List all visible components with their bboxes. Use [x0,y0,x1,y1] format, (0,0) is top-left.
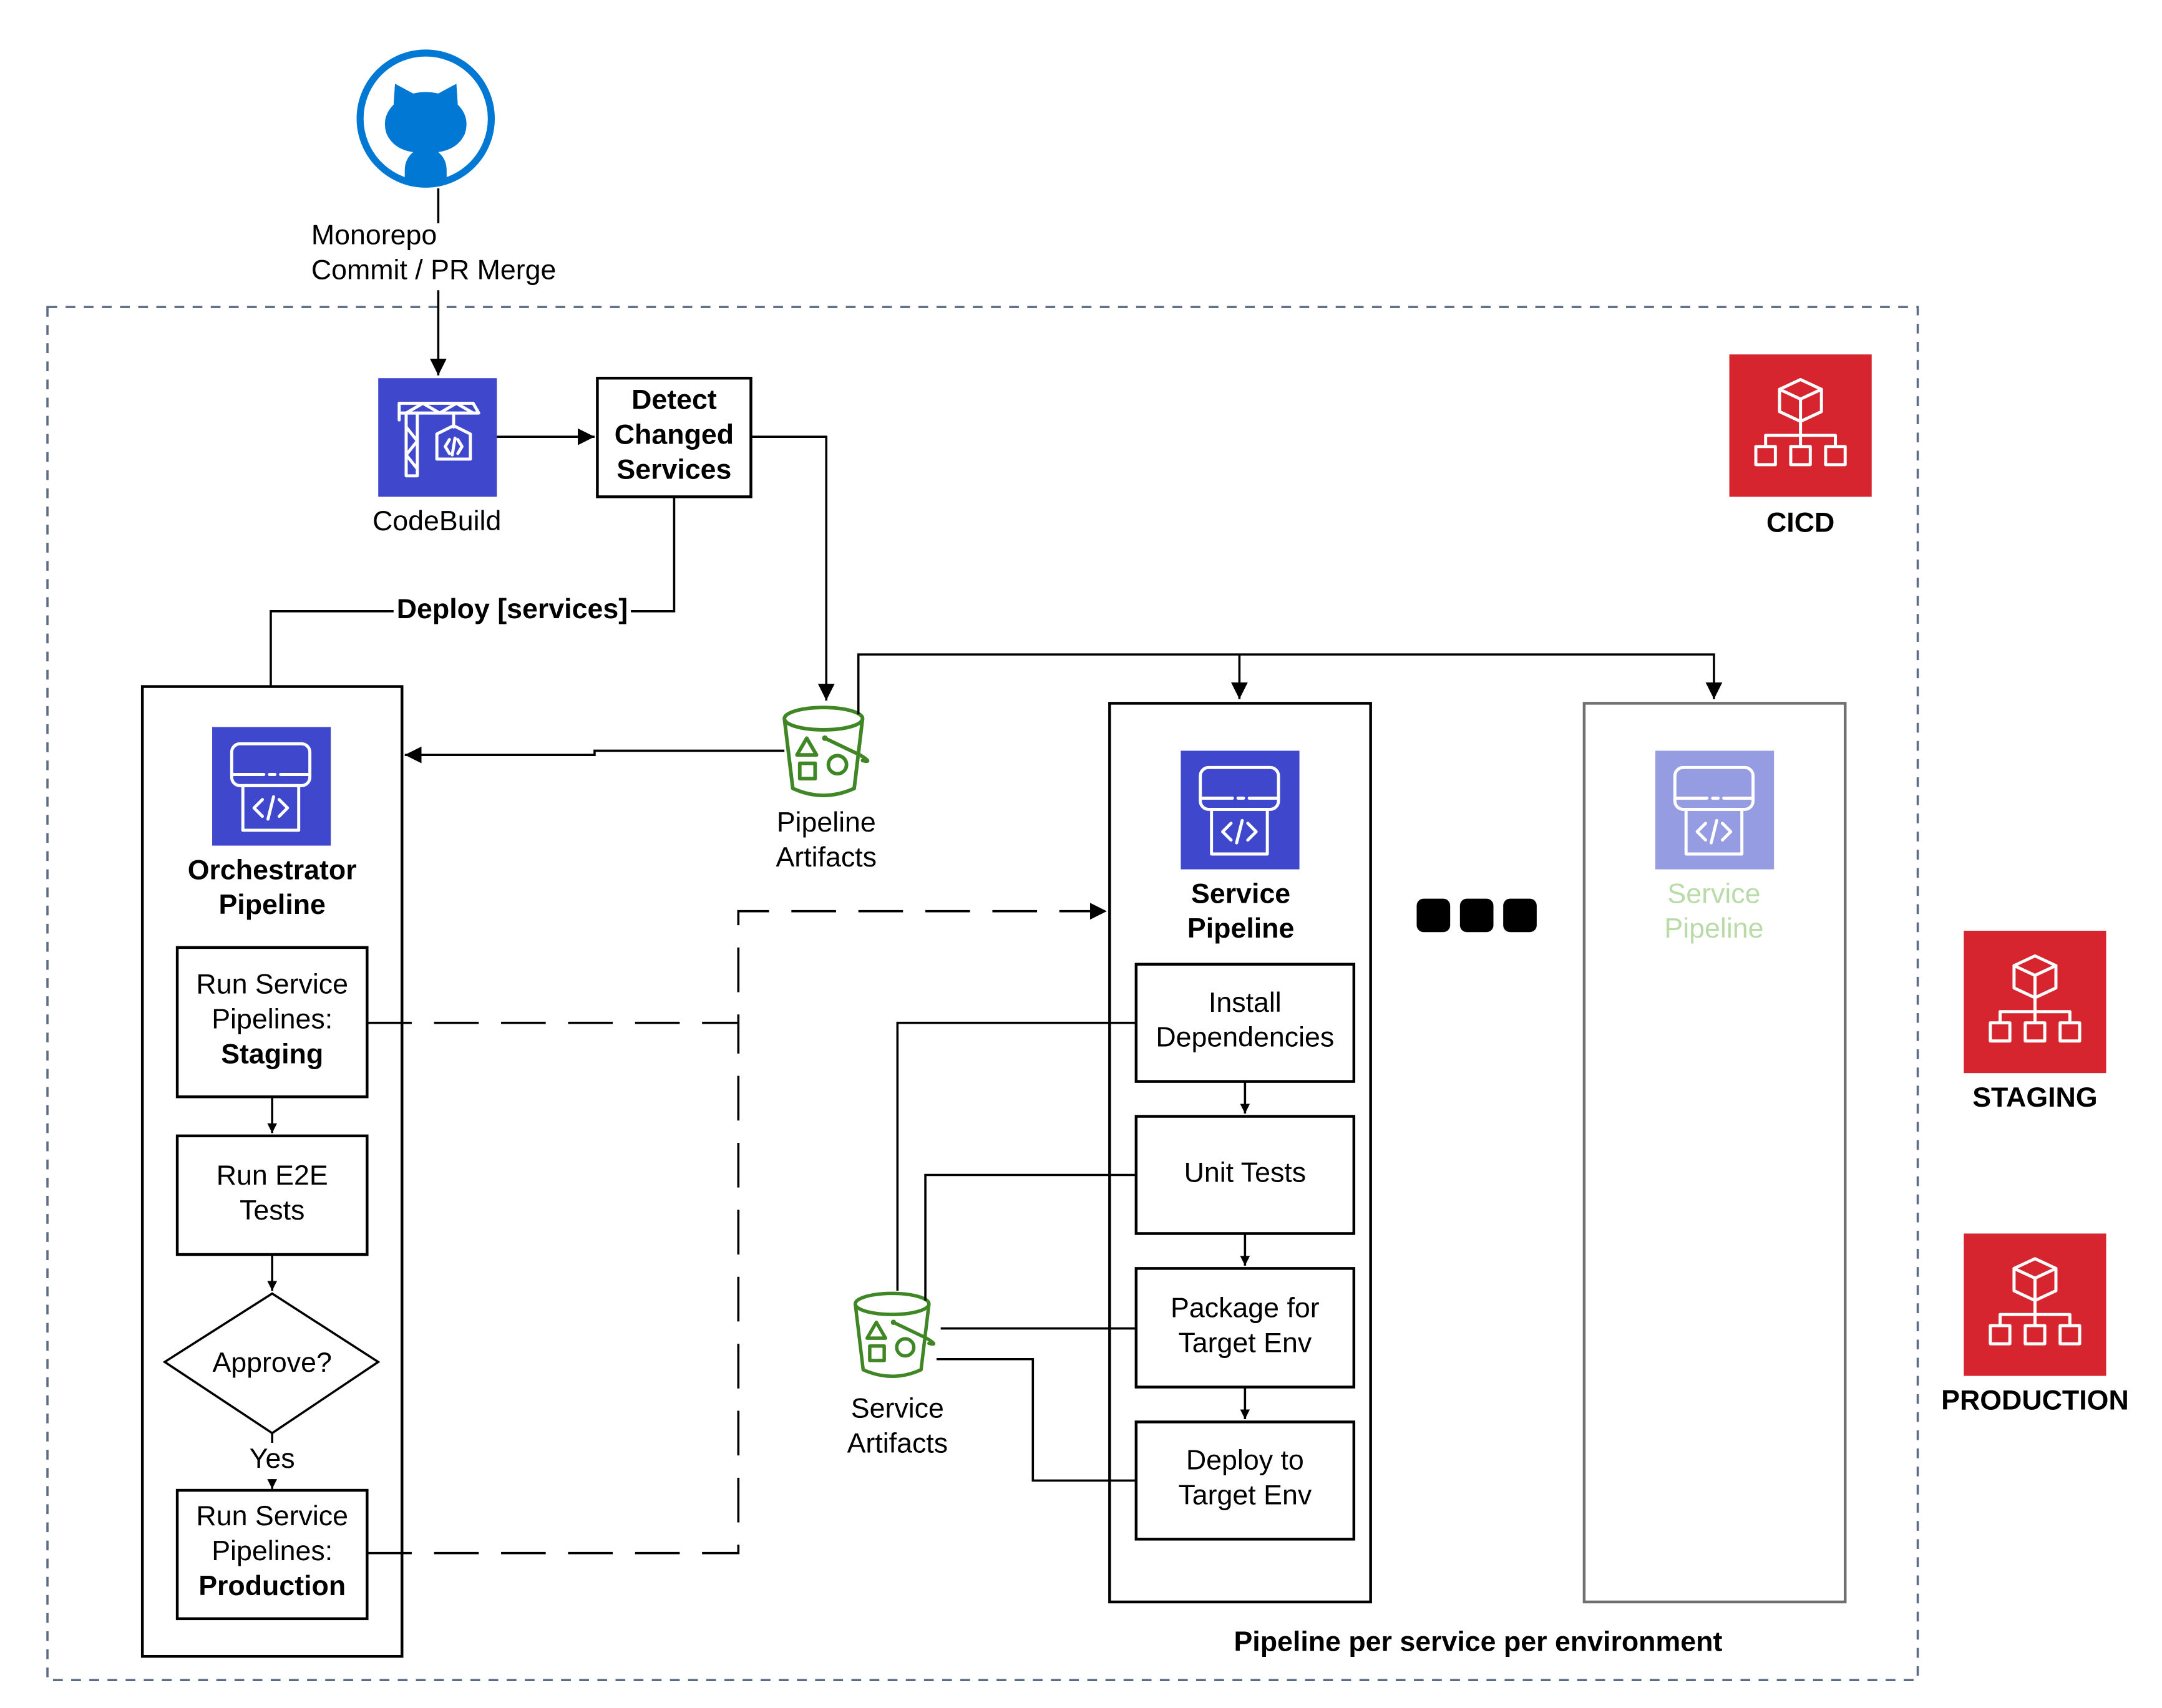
unit-tests-label: Unit Tests [1184,1158,1307,1188]
package-line1: Package for [1171,1293,1320,1324]
step-e2e-line1: Run E2E [217,1160,328,1191]
service-artifacts-line1: Service [851,1394,944,1424]
step-package-for-target-env[interactable]: Package for Target Env [1134,1267,1356,1389]
deploy-services-label: Deploy [services] [397,594,628,624]
edge-artifacts-install [896,1021,1136,1291]
step-run-production-line1: Run Service [196,1501,348,1531]
edge-production-triggers-service-pipeline [367,1022,740,1555]
edge-artifacts-to-orchestrator [404,746,785,764]
service-artifacts-line2: Artifacts [847,1429,948,1459]
service-pipeline-icon[interactable] [1181,750,1300,870]
deploy-line2: Target Env [1178,1480,1312,1510]
detect-changed-services-box[interactable]: Detect Changed Services [596,376,752,498]
more-icon [1416,898,1537,933]
edge-artifacts-deploy [936,1357,1136,1482]
approve-label: Approve? [212,1347,331,1378]
service-pipeline-title-line2: Pipeline [1187,913,1294,944]
staging-account-label: STAGING [1972,1082,2097,1113]
pipeline-artifacts-line2: Artifacts [776,842,877,873]
github-icon [356,49,495,188]
install-line2: Dependencies [1156,1022,1334,1053]
orchestrator-title-line2: Pipeline [218,890,325,920]
detect-line1: Detect [631,384,717,415]
step-run-staging-line2: Pipelines: [212,1004,333,1035]
service-pipeline-title-line1: Service [1191,878,1290,909]
production-account[interactable]: PRODUCTION [1941,1233,2129,1415]
detect-line3: Services [616,454,731,485]
package-line2: Target Env [1178,1328,1312,1359]
step-run-e2e-tests[interactable]: Run E2E Tests [175,1134,369,1256]
additional-service-pipeline-title-line1: Service [1667,878,1760,909]
orchestrator-pipeline-icon[interactable] [212,727,331,846]
step-run-production[interactable]: Run Service Pipelines: Production [175,1488,369,1621]
cicd-account-boundary [46,306,1919,1682]
pipeline-artifacts-bucket-icon[interactable] [784,707,867,795]
cicd-account[interactable]: CICD [1729,354,1872,538]
deploy-line1: Deploy to [1186,1445,1304,1475]
edge-detect-to-label [631,497,676,613]
production-account-label: PRODUCTION [1941,1385,2129,1415]
step-run-production-line2: Pipelines: [212,1536,333,1566]
step-e2e-line2: Tests [240,1195,304,1226]
pipeline-per-service-label: Pipeline per service per environment [1234,1626,1722,1657]
install-line1: Install [1209,987,1282,1018]
orchestrator-title-line1: Orchestrator [188,855,357,885]
codebuild-icon[interactable] [378,378,497,497]
step-unit-tests[interactable]: Unit Tests [1134,1115,1356,1235]
source-label-line2: Commit / PR Merge [311,255,557,285]
edge-artifacts-unit-tests [924,1173,1136,1301]
step-run-staging-line1: Run Service [196,969,348,1000]
step-run-production-line3: Production [198,1571,346,1601]
codebuild-label: CodeBuild [373,506,501,536]
pipeline-artifacts-line1: Pipeline [777,807,876,838]
staging-account[interactable]: STAGING [1964,931,2106,1113]
approve-yes-label: Yes [250,1444,295,1474]
service-artifacts-bucket-icon[interactable] [855,1293,934,1376]
detect-line2: Changed [615,419,734,450]
edge-artifacts-to-ghost-pipeline [857,653,1723,715]
source-label-line1: Monorepo [311,220,437,250]
approve-decision[interactable]: Approve? [162,1292,381,1435]
additional-service-pipeline-title-line2: Pipeline [1664,913,1763,944]
cicd-account-label: CICD [1766,507,1834,538]
additional-service-pipeline-icon[interactable] [1655,750,1775,870]
edge-detect-to-pipeline-artifacts [751,435,835,701]
edge-staging-triggers-service-pipeline [367,903,1107,1024]
step-deploy-to-target-env[interactable]: Deploy to Target Env [1134,1420,1356,1541]
step-install-dependencies[interactable]: Install Dependencies [1134,963,1356,1083]
step-run-staging[interactable]: Run Service Pipelines: Staging [175,946,369,1099]
step-run-staging-line3: Staging [221,1039,323,1070]
